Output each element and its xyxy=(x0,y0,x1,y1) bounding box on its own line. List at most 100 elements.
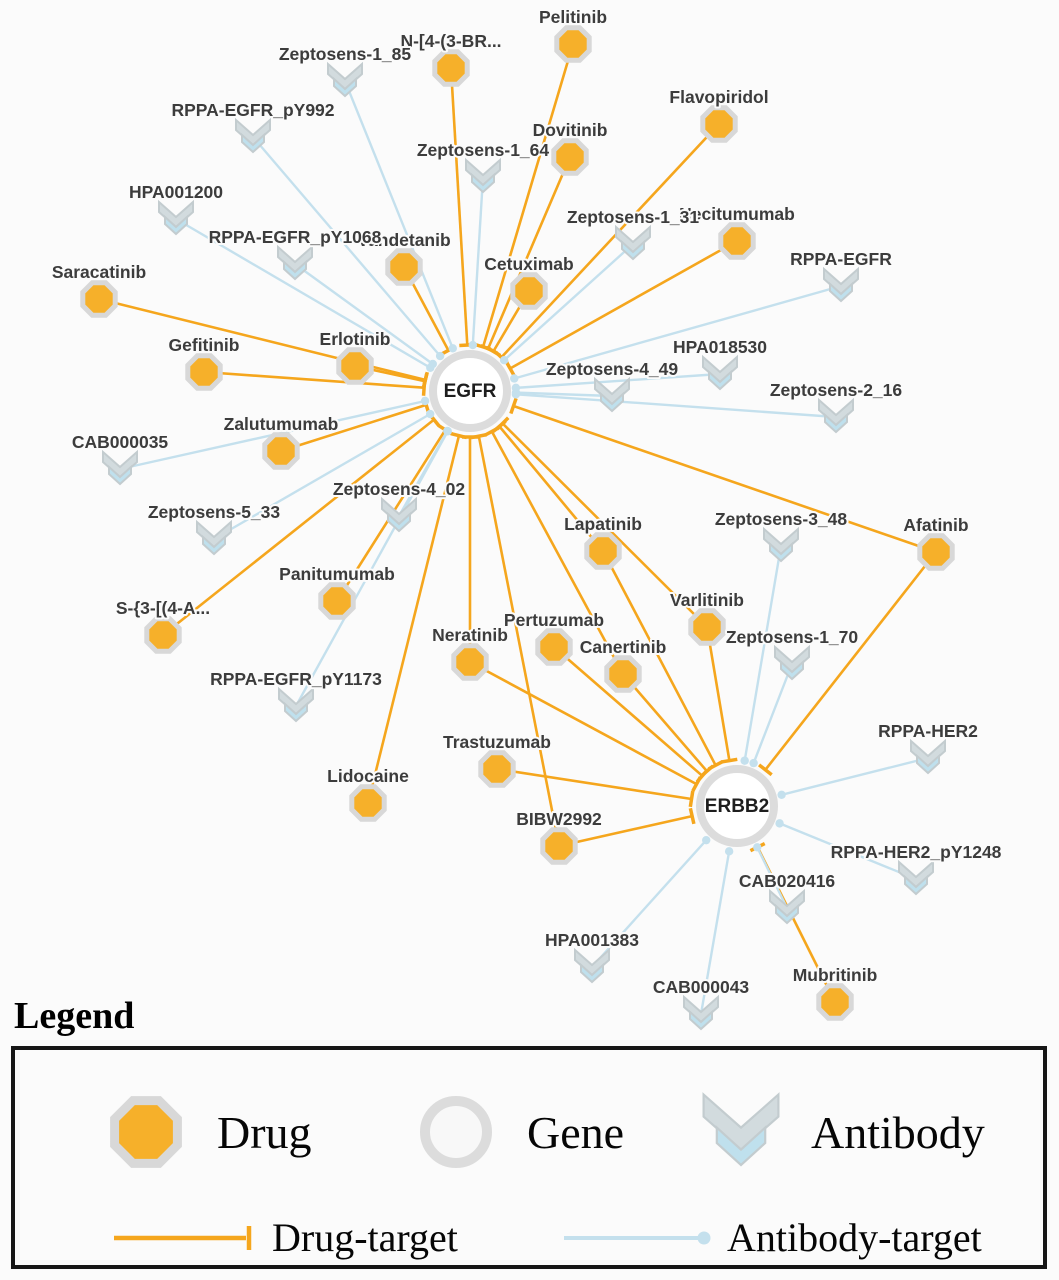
inhibition-tee xyxy=(721,757,738,764)
antibody-node[interactable] xyxy=(381,496,417,533)
drug-node[interactable] xyxy=(185,353,223,391)
drug-node[interactable] xyxy=(318,582,356,620)
antibody-node[interactable] xyxy=(594,376,630,413)
drug-label: Pelitinib xyxy=(539,7,607,27)
drug-node[interactable] xyxy=(262,432,300,470)
drug-node[interactable] xyxy=(917,533,955,571)
antibody-node[interactable] xyxy=(465,157,501,194)
legend-item-antibody: Antibody xyxy=(699,1090,985,1174)
drug-node[interactable] xyxy=(510,272,548,310)
gene-node[interactable] xyxy=(696,765,778,847)
antibody-target-edge xyxy=(743,545,783,761)
drug-label: BIBW2992 xyxy=(516,809,602,829)
drug-label: S-{3-[(4-A... xyxy=(116,598,210,618)
drug-label: Necitumumab xyxy=(679,204,795,224)
drug-label: Lidocaine xyxy=(327,766,409,786)
drug-target-edge xyxy=(481,43,575,348)
drug-node[interactable] xyxy=(349,784,387,822)
drug-label: Cetuximab xyxy=(484,254,573,274)
antibody-node[interactable] xyxy=(196,519,232,556)
inhibition-tee xyxy=(691,776,702,793)
antibody-label: CAB000035 xyxy=(72,432,169,452)
drug-node[interactable] xyxy=(144,616,182,654)
antibody-label: Zeptosens-1_64 xyxy=(417,140,550,160)
drug-label: Lapatinib xyxy=(564,514,642,534)
drug-target-edge xyxy=(500,123,720,359)
drug-label: Neratinib xyxy=(432,625,508,645)
edge-endpoint-dot xyxy=(775,819,784,828)
antibody-label: Zeptosens-1_70 xyxy=(726,627,859,647)
drug-target-edge xyxy=(486,156,572,350)
legend-label-antibody: Antibody xyxy=(811,1106,985,1158)
drug-target-edge xyxy=(280,403,427,453)
inhibition-tee xyxy=(699,764,715,778)
antibody-node[interactable] xyxy=(702,354,738,391)
edge-endpoint-dot xyxy=(777,790,786,799)
drug-target-edge xyxy=(477,435,561,847)
edge-endpoint-dot xyxy=(753,843,762,852)
antibody-node[interactable] xyxy=(763,526,799,563)
antibody-label: CAB000043 xyxy=(653,977,750,997)
drug-node[interactable] xyxy=(551,138,589,176)
drug-node[interactable] xyxy=(535,628,573,666)
antibody-node[interactable] xyxy=(615,224,651,261)
drug-node[interactable] xyxy=(385,248,423,286)
antibody-label: HPA001200 xyxy=(129,182,223,202)
drug-target-edge xyxy=(509,239,738,370)
antibody-node[interactable] xyxy=(158,199,194,236)
legend-title: Legend xyxy=(14,995,135,1037)
drug-node[interactable] xyxy=(336,347,374,385)
drug-target-edge xyxy=(558,814,693,848)
drug-label: N-[4-(3-BR... xyxy=(400,31,501,51)
drug-node[interactable] xyxy=(700,105,738,143)
drug-node[interactable] xyxy=(718,222,756,260)
drug-label: Zalutumumab xyxy=(224,414,339,434)
gene-node-icon xyxy=(420,1096,492,1168)
drug-node[interactable] xyxy=(451,643,489,681)
antibody-node[interactable] xyxy=(683,994,719,1031)
drug-target-edge-icon xyxy=(114,1225,252,1250)
edge-endpoint-dot xyxy=(749,758,758,768)
drug-label: Afatinib xyxy=(903,515,968,535)
drug-node[interactable] xyxy=(816,983,854,1021)
antibody-node[interactable] xyxy=(910,738,946,775)
antibody-label: Zeptosens-5_33 xyxy=(148,502,281,522)
drug-node[interactable] xyxy=(688,608,726,646)
antibody-node[interactable] xyxy=(898,859,934,896)
drug-node[interactable] xyxy=(478,750,516,788)
antibody-node[interactable] xyxy=(823,266,859,303)
antibody-node[interactable] xyxy=(277,244,313,281)
antibody-label: RPPA-HER2 xyxy=(878,721,978,741)
drug-node[interactable] xyxy=(584,532,622,570)
drug-node[interactable] xyxy=(432,49,470,87)
drug-node-icon xyxy=(110,1096,182,1168)
antibody-node[interactable] xyxy=(278,686,314,723)
legend-box: Drug Gene Antibody xyxy=(11,1046,1047,1269)
gene-node[interactable] xyxy=(429,350,511,432)
drug-node[interactable] xyxy=(540,827,578,865)
antibody-node[interactable] xyxy=(235,117,271,154)
antibody-node[interactable] xyxy=(818,397,854,434)
antibody-node[interactable] xyxy=(774,644,810,681)
edge-endpoint-dot xyxy=(448,344,457,353)
gene-label: EGFR xyxy=(444,381,497,402)
antibody-target-edge xyxy=(503,243,634,362)
legend-edge-row: Drug-target Antibody-target xyxy=(15,1214,1043,1261)
antibody-node[interactable] xyxy=(574,947,610,984)
antibody-node[interactable] xyxy=(102,449,138,486)
antibody-node[interactable] xyxy=(327,61,363,98)
antibody-target-edge-icon xyxy=(564,1231,711,1244)
antibody-target-edge xyxy=(343,80,454,349)
drug-target-edge xyxy=(601,550,717,766)
antibody-label: Zeptosens-1_85 xyxy=(279,44,412,64)
drug-node[interactable] xyxy=(604,655,642,693)
antibody-label: Zeptosens-4_49 xyxy=(546,359,679,379)
network-graph-canvas[interactable]: EGFRERBB2PelitinibN-[4-(3-BR...Flavopiri… xyxy=(0,0,1059,1044)
antibody-label: RPPA-HER2_pY1248 xyxy=(831,842,1002,862)
drug-node[interactable] xyxy=(80,280,118,318)
drug-node[interactable] xyxy=(554,25,592,63)
antibody-target-edge xyxy=(252,136,442,357)
antibody-node[interactable] xyxy=(769,888,805,925)
antibody-target-edge xyxy=(294,263,434,365)
